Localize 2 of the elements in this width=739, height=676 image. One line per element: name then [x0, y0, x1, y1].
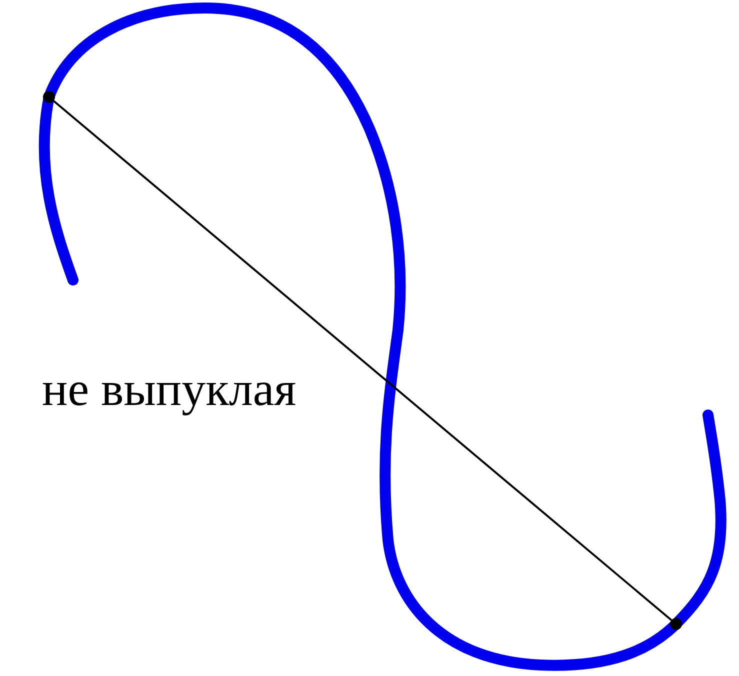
- curve-label: не выпуклая: [42, 366, 296, 414]
- chord-line: [52, 100, 672, 621]
